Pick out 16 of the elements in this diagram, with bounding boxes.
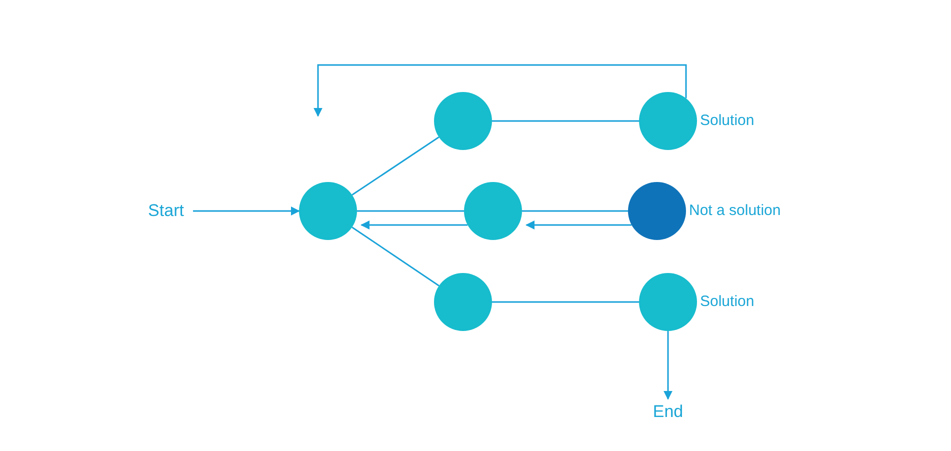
arrow <box>526 220 632 230</box>
arrow <box>360 220 468 230</box>
connector-line <box>522 210 628 212</box>
arrow <box>664 331 672 400</box>
connector-line <box>352 226 440 286</box>
node-caption: Solution <box>700 111 754 131</box>
connector-line <box>357 210 464 212</box>
node-caption: Solution <box>700 292 754 312</box>
arrow <box>314 64 687 117</box>
connector-line <box>352 136 440 196</box>
connector-line <box>492 120 639 122</box>
node-caption: Not a solution <box>689 201 781 221</box>
terminal-label: End <box>650 401 686 423</box>
terminal-label: Start <box>143 200 189 222</box>
connector-line <box>492 301 639 303</box>
arrow <box>193 206 300 216</box>
